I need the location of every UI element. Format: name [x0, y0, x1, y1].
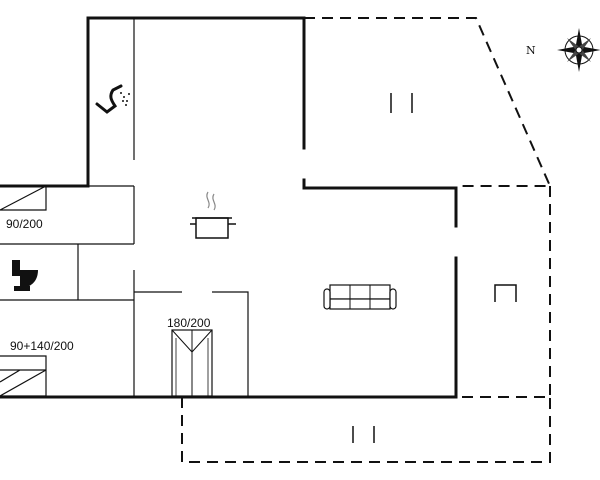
bed-label-top: 90/200: [6, 217, 43, 231]
bed-label-center: 180/200: [167, 316, 211, 330]
interior-wall-vertical: [88, 18, 135, 397]
sofa-icon: [323, 284, 397, 310]
bath-walls: [0, 243, 134, 301]
terrace-east: [456, 186, 551, 398]
shower-icon: [95, 84, 130, 114]
bed-label-bottom: 90+140/200: [10, 339, 74, 353]
bedroom-walls: [134, 291, 249, 397]
outer-wall: [0, 16, 458, 399]
window-icon: [352, 426, 375, 443]
terrace-south: [181, 397, 551, 463]
bed-top-left: [0, 185, 47, 211]
terraces: [181, 17, 552, 463]
terrace-north: [304, 17, 552, 187]
double-bed: [171, 329, 213, 397]
cooking-pot-icon: [190, 191, 236, 239]
toilet-icon: [12, 260, 38, 291]
door-icon: [494, 284, 517, 302]
compass-north-label: N: [526, 44, 536, 57]
bed-bottom-left: [0, 355, 47, 397]
walls: [0, 16, 458, 399]
window-icon: [390, 93, 413, 113]
compass-rose: [557, 28, 600, 72]
